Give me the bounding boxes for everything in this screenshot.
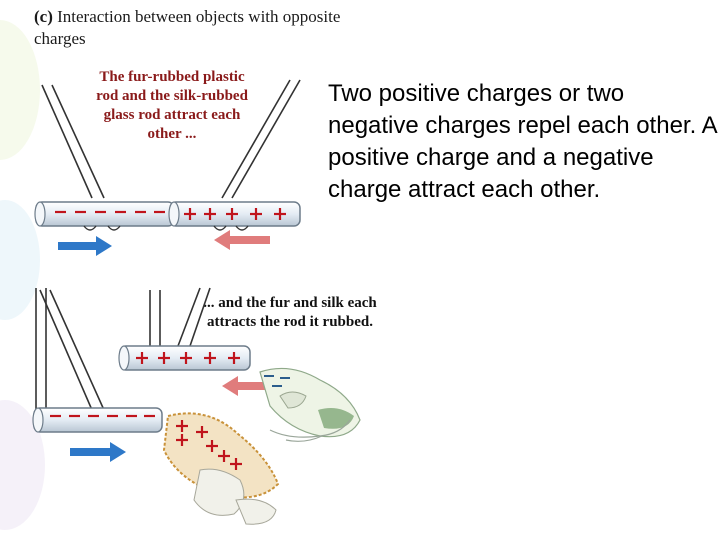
silk-icon [259, 367, 361, 438]
silk-charges [264, 375, 290, 387]
caption-bottom: ... and the fur and silk each attracts t… [203, 295, 377, 330]
fur-charges [176, 420, 242, 470]
string-left [41, 84, 105, 199]
plastic-rod-top [34, 201, 175, 231]
positive-charges-bottom [136, 352, 240, 364]
figure-label: (c) [34, 7, 53, 26]
side-text: Two positive charges or two negative cha… [328, 80, 717, 203]
string-bottom-mid [39, 287, 211, 411]
hand-icon [269, 419, 351, 442]
caption-top: The fur-rubbed plastic rod and the silk-… [96, 69, 248, 142]
arrow-left-bottom [222, 376, 272, 396]
string-right [221, 79, 301, 199]
figure-title-text: Interaction between objects with opposit… [34, 7, 341, 48]
plastic-rod-bottom [32, 407, 163, 433]
figure-title: (c) Interaction between objects with opp… [34, 6, 374, 50]
string-bottom-left [35, 288, 47, 410]
positive-charges-top [184, 208, 286, 220]
arrow-left-top [214, 230, 270, 250]
arrow-right-top [58, 236, 112, 256]
arrow-right-bottom [70, 442, 126, 462]
